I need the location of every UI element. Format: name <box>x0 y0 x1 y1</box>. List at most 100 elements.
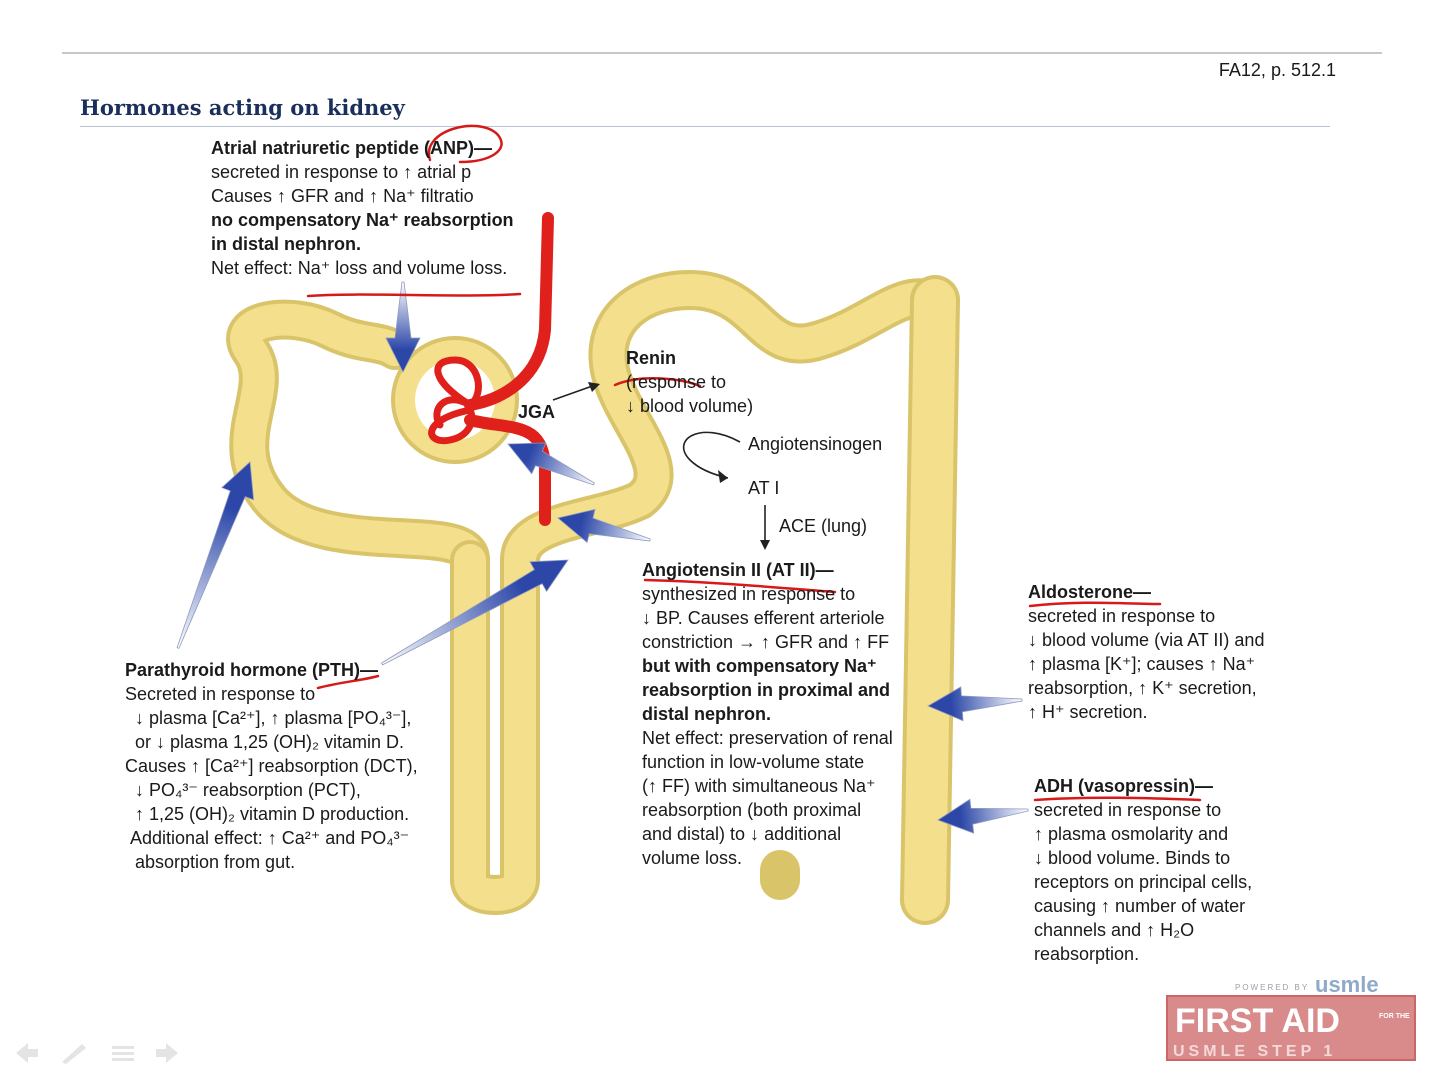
glomerular-loop-1 <box>434 356 482 409</box>
at2-line: (↑ FF) with simultaneous Na⁺ <box>642 776 876 796</box>
at2-line: synthesized in response to <box>642 584 856 604</box>
aldosterone-underline <box>1028 601 1162 608</box>
adh-title: ADH (vasopressin)— <box>1034 776 1214 796</box>
menu-icon[interactable] <box>112 1046 134 1061</box>
next-slide-icon[interactable] <box>156 1043 178 1063</box>
afferent-arteriole <box>464 212 554 411</box>
at2-arrow-distal <box>557 508 651 544</box>
anp-description: Atrial natriuretic peptide (ANP)— secret… <box>211 136 514 280</box>
adh-description: ADH (vasopressin)— secreted in response … <box>1034 774 1252 966</box>
pth-arrow-distal <box>380 559 569 666</box>
pth-line: Additional effect: ↑ Ca²⁺ and PO₄³⁻ <box>130 828 410 848</box>
anp-line: Causes ↑ GFR and ↑ Na⁺ filtratio <box>211 186 474 206</box>
aldosterone-line: ↑ H⁺ secretion. <box>1028 702 1148 722</box>
at2-line: function in low-volume state <box>642 752 865 772</box>
pth-line: Causes ↑ [Ca²⁺] reabsorption (DCT), <box>125 756 418 776</box>
adh-line: receptors on principal cells, <box>1034 872 1253 892</box>
adh-arrow <box>937 798 1029 834</box>
page-reference: FA12, p. 512.1 <box>1218 60 1336 80</box>
hand-annotations <box>306 124 1202 802</box>
arrowhead-at1 <box>718 470 728 483</box>
anp-underline <box>306 292 522 298</box>
at2-line: reabsorption (both proximal <box>642 800 862 820</box>
aldosterone-line: ↓ blood volume (via AT II) and <box>1028 630 1265 650</box>
pth-line: ↓ plasma [Ca²⁺], ↑ plasma [PO₄³⁻], <box>135 708 412 728</box>
pth-line: ↓ PO₄³⁻ reabsorption (PCT), <box>135 780 361 800</box>
renin-title: Renin <box>626 348 677 368</box>
at2-arrow-efferent <box>507 442 595 486</box>
adh-line: causing ↑ number of water <box>1034 896 1246 916</box>
at2-line: Net effect: preservation of renal <box>642 728 893 748</box>
arrowhead-at2 <box>760 540 770 550</box>
logo-for-the: FOR THE <box>1379 1013 1410 1020</box>
at2-line: distal nephron. <box>642 704 772 724</box>
nephron-tubule <box>226 270 960 925</box>
aldosterone-title: Aldosterone— <box>1028 582 1152 602</box>
at2-line: reabsorption in proximal and <box>642 680 891 700</box>
jga-label: JGA <box>518 402 556 422</box>
pth-underline <box>316 674 380 690</box>
at2-line: constriction → ↑ GFR and ↑ FF <box>642 632 890 652</box>
aldosterone-line: reabsorption, ↑ K⁺ secretion, <box>1028 678 1257 698</box>
adh-underline <box>1033 796 1202 802</box>
anp-line: in distal nephron. <box>211 234 362 254</box>
pth-line: absorption from gut. <box>135 852 296 872</box>
angiotensinogen-curve <box>683 431 741 479</box>
at2-description: Angiotensin II (AT II)— synthesized in r… <box>642 558 893 870</box>
loop-of-henle <box>454 274 946 911</box>
glomerular-loop-2 <box>428 406 476 445</box>
pth-line: or ↓ plasma 1,25 (OH)₂ vitamin D. <box>135 732 405 752</box>
at2-line: and distal) to ↓ additional <box>642 824 842 844</box>
aldosterone-line: ↑ plasma [K⁺]; causes ↑ Na⁺ <box>1028 654 1256 674</box>
hormone-arrows <box>176 281 1029 834</box>
adh-line: ↑ plasma osmolarity and <box>1034 824 1229 844</box>
pth-line: Secreted in response to <box>125 684 316 704</box>
anp-line: no compensatory Na⁺ reabsorption <box>211 210 514 230</box>
logo-main-text: FIRST AID <box>1175 1002 1340 1040</box>
renin-line: ↓ blood volume) <box>626 396 754 416</box>
pth-arrow-proximal <box>176 461 255 649</box>
at1-label: AT I <box>748 478 780 498</box>
adh-line: secreted in response to <box>1034 800 1222 820</box>
at2-line: ↓ BP. Causes efferent arteriole <box>642 608 885 628</box>
renin-description: Renin (response to ↓ blood volume) <box>626 346 753 418</box>
anp-circle <box>427 124 503 164</box>
adh-line: channels and ↑ H₂O <box>1034 920 1195 940</box>
title-underline <box>80 126 1330 127</box>
collecting-duct <box>904 279 956 921</box>
ace-label: ACE (lung) <box>779 516 868 536</box>
pen-icon[interactable] <box>62 1044 86 1064</box>
anp-title: Atrial natriuretic peptide (ANP)— <box>211 138 493 158</box>
top-divider <box>62 52 1382 54</box>
at2-underline <box>643 578 837 594</box>
adh-line: ↓ blood volume. Binds to <box>1034 848 1231 868</box>
pth-title: Parathyroid hormone (PTH)— <box>125 660 379 680</box>
anp-arrow <box>385 281 421 373</box>
adh-line: reabsorption. <box>1034 944 1140 964</box>
aldosterone-description: Aldosterone— secreted in response to ↓ b… <box>1028 580 1264 724</box>
anp-line: secreted in response to ↑ atrial p <box>211 162 472 182</box>
slide-title: Hormones acting on kidney <box>80 95 405 120</box>
cascade-arrowheads <box>588 382 770 550</box>
at2-line: but with compensatory Na⁺ <box>642 656 877 676</box>
logo-usmle: usmle <box>1315 972 1379 997</box>
proximal-tubule <box>230 303 486 896</box>
pth-description: Parathyroid hormone (PTH)— Secreted in r… <box>125 658 418 874</box>
aldosterone-line: secreted in response to <box>1028 606 1216 626</box>
pth-line: ↑ 1,25 (OH)₂ vitamin D production. <box>135 804 410 824</box>
at2-title: Angiotensin II (AT II)— <box>642 560 834 580</box>
first-aid-logo: POWERED BY usmle FIRST AID FOR THE USMLE… <box>1166 972 1416 1061</box>
glomerular-loop-3 <box>433 396 474 429</box>
logo-powered-by: POWERED BY <box>1235 983 1309 992</box>
angiotensinogen-label: Angiotensinogen <box>748 434 883 454</box>
previous-slide-icon[interactable] <box>16 1043 38 1063</box>
logo-sub-text: USMLE STEP 1 <box>1173 1043 1336 1060</box>
anp-line: Net effect: Na⁺ loss and volume loss. <box>211 258 508 278</box>
renin-line: (response to <box>626 372 727 392</box>
arrowhead-renin <box>588 382 600 392</box>
renin-underline <box>613 377 702 388</box>
slide-navigation <box>16 1043 178 1064</box>
aldosterone-arrow <box>927 686 1023 722</box>
logo-background <box>1166 995 1416 1061</box>
